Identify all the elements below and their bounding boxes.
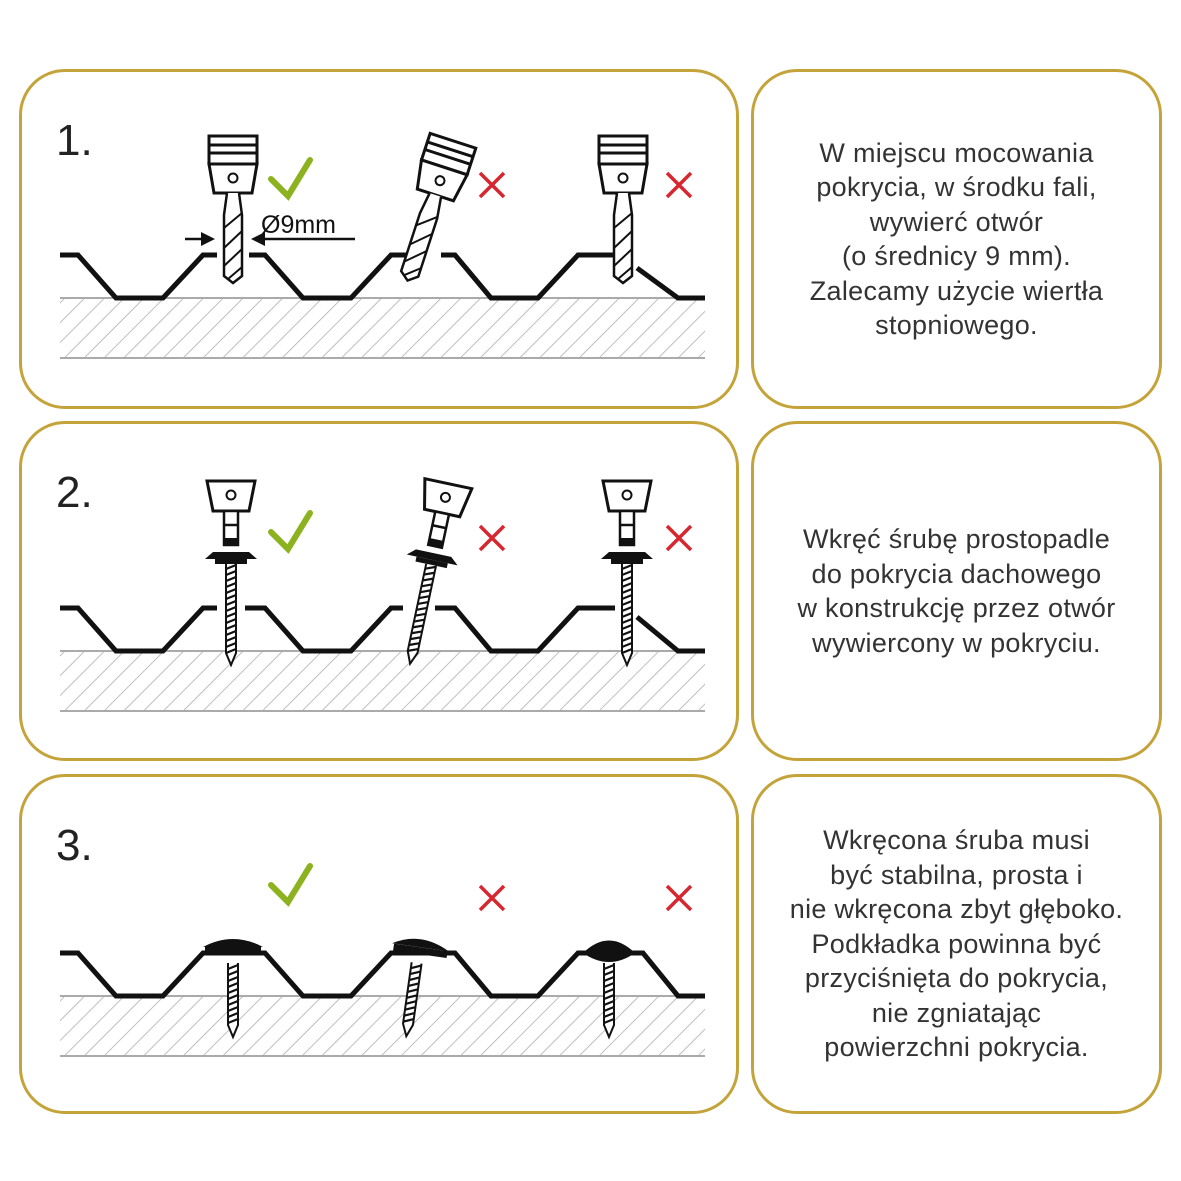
step-3-text-panel: Wkręcona śruba musi być stabilna, prosta… xyxy=(751,774,1162,1114)
drilling-illustration: Ø9mm xyxy=(59,131,706,359)
check-icon xyxy=(271,513,310,549)
screw-off-center xyxy=(599,479,655,667)
screw-tilted xyxy=(383,477,474,671)
roof-structure-hatch xyxy=(59,297,706,359)
cross-icon xyxy=(665,884,693,912)
roof-sheet-wave xyxy=(60,605,705,654)
cross-icon xyxy=(478,171,506,199)
cross-icon xyxy=(478,524,506,552)
step-number: 1. xyxy=(56,116,93,165)
screw-correct xyxy=(203,479,259,667)
step-1-illustration-panel: 1. Ø9mm xyxy=(19,69,739,409)
roof-structure-hatch xyxy=(59,650,706,712)
diameter-arrows xyxy=(185,232,355,246)
step-2-illustration-panel: 2. xyxy=(19,421,739,761)
step-3-illustration-panel: 3. xyxy=(19,774,739,1114)
screw-correct xyxy=(203,939,263,1039)
drill-off-center xyxy=(597,134,649,285)
step-number: 2. xyxy=(56,468,93,517)
screwing-illustration xyxy=(59,477,706,712)
step-2-text-panel: Wkręć śrubę prostopadle do pokrycia dach… xyxy=(751,421,1162,761)
step-1-text-panel: W miejscu mocowania pokrycia, w środku f… xyxy=(751,69,1162,409)
screw-tilted xyxy=(392,938,449,1038)
step-instruction: Wkręcona śruba musi być stabilna, prosta… xyxy=(789,825,1124,1063)
step-instruction: W miejscu mocowania pokrycia, w środku f… xyxy=(809,137,1104,341)
diameter-label: Ø9mm xyxy=(261,211,336,239)
step-instruction: Wkręć śrubę prostopadle do pokrycia dach… xyxy=(797,524,1116,658)
check-icon xyxy=(271,866,310,902)
cross-icon xyxy=(478,884,506,912)
result-illustration xyxy=(59,777,706,1057)
screw-overtightened xyxy=(583,940,635,1039)
check-icon xyxy=(271,160,310,196)
step-number: 3. xyxy=(56,821,93,870)
roof-sheet-wave xyxy=(60,252,705,301)
cross-icon xyxy=(665,171,693,199)
cross-icon xyxy=(665,524,693,552)
drill-correct xyxy=(207,134,259,285)
